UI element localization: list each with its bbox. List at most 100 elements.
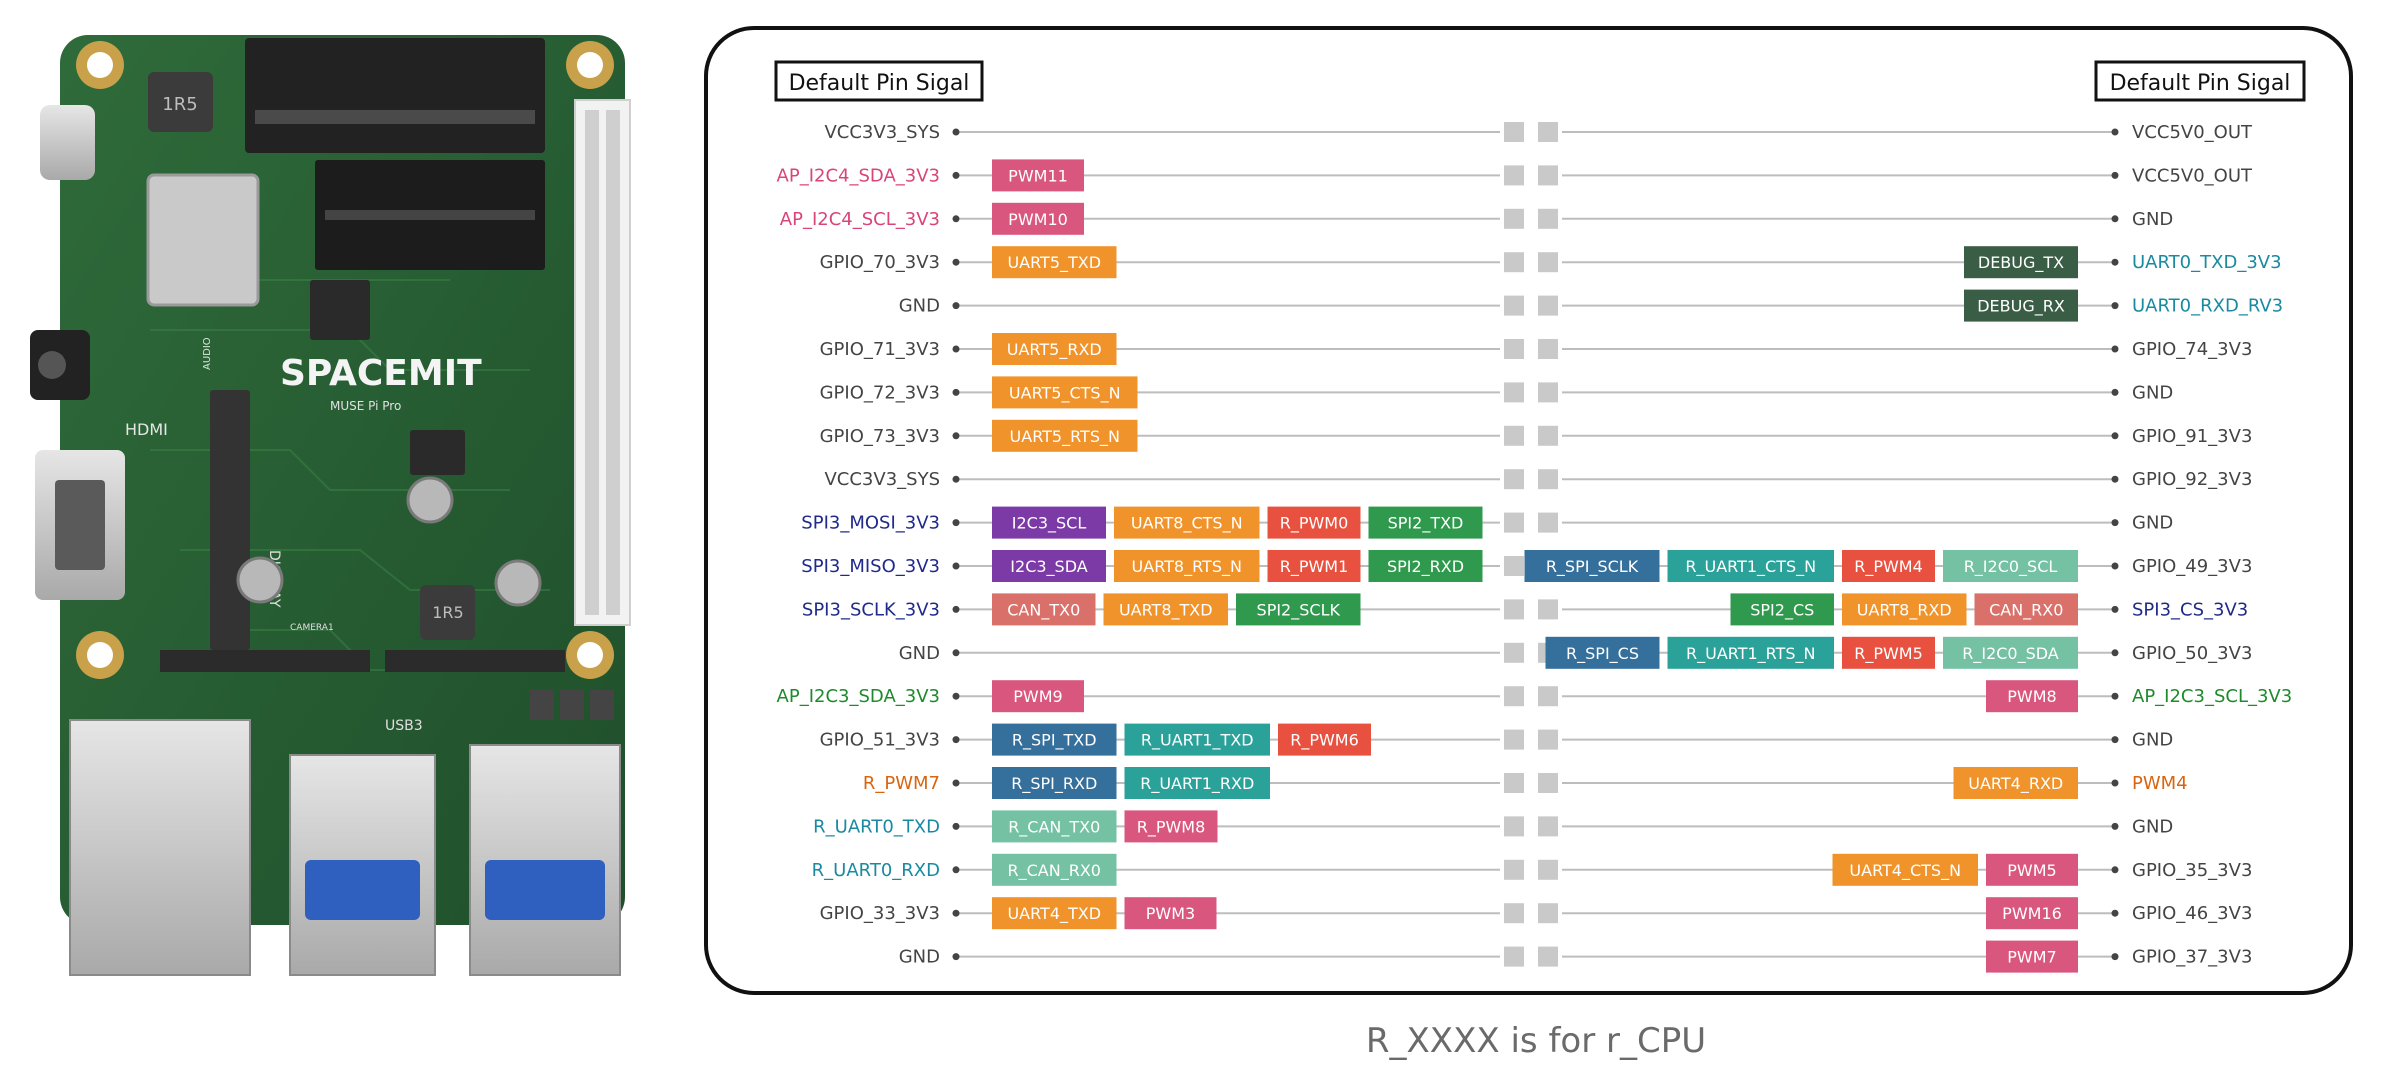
- inductor: [148, 72, 213, 132]
- function-pill-bg: [992, 723, 1117, 756]
- header-pin: [1504, 469, 1524, 490]
- header-box-right: [2094, 60, 2306, 102]
- camera-connector: [160, 650, 370, 672]
- header-pin: [1538, 773, 1558, 793]
- right-pin-label: GND: [2132, 382, 2173, 403]
- header-pin: [1504, 382, 1524, 403]
- ethernet-port: [69, 719, 251, 976]
- function-pill: DEBUG_RX: [1964, 289, 2078, 322]
- function-pill-bg: [992, 202, 1084, 235]
- function-pill-label: R_UART1_RTS_N: [1686, 644, 1816, 664]
- screw: [236, 556, 284, 604]
- function-pill-label: UART4_TXD: [1007, 904, 1101, 924]
- left-pin-label: VCC3V3_SYS: [824, 122, 940, 143]
- hdmi-label: HDMI: [125, 420, 168, 439]
- left-pin-label: AP_I2C4_SDA_3V3: [777, 165, 940, 186]
- header-pin: [1504, 946, 1524, 967]
- pin-dot: [952, 475, 960, 483]
- function-pill: DEBUG_TX: [1964, 246, 2078, 279]
- function-pill-bg: [1267, 550, 1361, 582]
- header-pin: [1538, 729, 1558, 750]
- header-pin: [1538, 859, 1558, 880]
- header-left: Default Pin Sigal: [789, 71, 970, 96]
- function-pill-bg: [992, 246, 1117, 279]
- pin-dot: [2111, 822, 2119, 830]
- function-pill: R_PWM5: [1842, 636, 1935, 669]
- board-photo: 1R5 AUDIO SPACEMIT MUSE Pi Pro HDMI DISP…: [30, 35, 631, 976]
- left-pin-label: GPIO_72_3V3: [820, 382, 940, 403]
- function-pill-bg: [1124, 810, 1218, 843]
- pin-dot: [2111, 779, 2119, 787]
- pin-dot: [2111, 128, 2119, 136]
- right-pin-label: GPIO_92_3V3: [2132, 469, 2252, 490]
- pin-dot: [952, 866, 960, 874]
- push-button: [560, 690, 584, 720]
- function-pill: PWM8: [1986, 680, 2078, 713]
- function-pill: PWM5: [1986, 853, 2078, 886]
- function-pill-label: DEBUG_RX: [1977, 297, 2065, 317]
- function-pill-label: SPI2_TXD: [1388, 514, 1464, 534]
- pin-dot: [952, 605, 960, 613]
- footer-note: R_XXXX is for r_CPU: [1366, 1021, 1706, 1061]
- right-pin-label: UART0_TXD_3V3: [2132, 252, 2282, 273]
- pin-dot: [2111, 302, 2119, 310]
- function-pill-label: PWM16: [2002, 904, 2062, 923]
- function-pill: PWM11: [992, 159, 1084, 192]
- function-pill: R_UART1_CTS_N: [1667, 550, 1834, 582]
- right-pin-label: GND: [2132, 209, 2173, 230]
- function-pill: UART5_CTS_N: [992, 376, 1138, 409]
- function-pill-bg: [1114, 506, 1260, 539]
- function-pill-label: SPI2_CS: [1750, 600, 1814, 620]
- diagram-frame: [704, 26, 2353, 995]
- wifi-module: [146, 173, 260, 307]
- pin-dot: [2111, 649, 2119, 657]
- function-pill: R_UART1_TXD: [1124, 723, 1270, 756]
- pin-dot: [2111, 692, 2119, 700]
- function-pill: UART8_TXD: [1103, 593, 1228, 626]
- inductor-label: 1R5: [162, 94, 197, 115]
- function-pill: CAN_RX0: [1974, 593, 2078, 626]
- right-pin-label: GND: [2132, 730, 2173, 751]
- function-pill: UART8_RXD: [1842, 593, 1967, 626]
- left-pin-label: GPIO_33_3V3: [820, 903, 940, 924]
- right-pin-label: VCC5V0_OUT: [2132, 122, 2253, 143]
- function-pill-label: PWM7: [2007, 948, 2056, 967]
- function-pill-label: R_CAN_RX0: [1008, 861, 1101, 881]
- header-pin: [1538, 512, 1558, 533]
- function-pill: UART5_RXD: [992, 333, 1117, 365]
- function-pill: I2C3_SCL: [992, 506, 1106, 539]
- function-pill-label: CAN_RX0: [1989, 600, 2063, 620]
- right-pin-label: AP_I2C3_SCL_3V3: [2132, 686, 2292, 707]
- header-pin: [1538, 816, 1558, 837]
- pin-dot: [952, 302, 960, 310]
- inductor: [420, 585, 475, 640]
- pin-row: VCC3V3_SYS VCC5V0_OUT: [824, 122, 2253, 143]
- pin-dot: [2111, 215, 2119, 223]
- function-pill-label: SPI2_SCLK: [1257, 600, 1341, 620]
- pin-dot: [952, 432, 960, 440]
- left-pin-label: GPIO_73_3V3: [820, 426, 940, 447]
- function-pill-label: PWM5: [2007, 861, 2056, 880]
- function-pill: PWM3: [1124, 897, 1217, 930]
- header-pin: [1504, 729, 1524, 750]
- function-pill-bg: [1730, 593, 1834, 626]
- function-pill-label: UART8_RTS_N: [1132, 557, 1242, 577]
- function-pill: R_UART1_RXD: [1124, 767, 1270, 799]
- function-pill-label: DEBUG_TX: [1978, 253, 2064, 273]
- pin-dot: [2111, 605, 2119, 613]
- m2-slot: [245, 38, 545, 153]
- pin-dot: [2111, 171, 2119, 179]
- function-pill-label: UART5_RTS_N: [1010, 427, 1120, 447]
- function-pill-bg: [992, 593, 1096, 626]
- function-pill-bg: [992, 680, 1084, 713]
- pin-row: GPIO_72_3V3 GND UART5_CTS_N: [820, 376, 2173, 409]
